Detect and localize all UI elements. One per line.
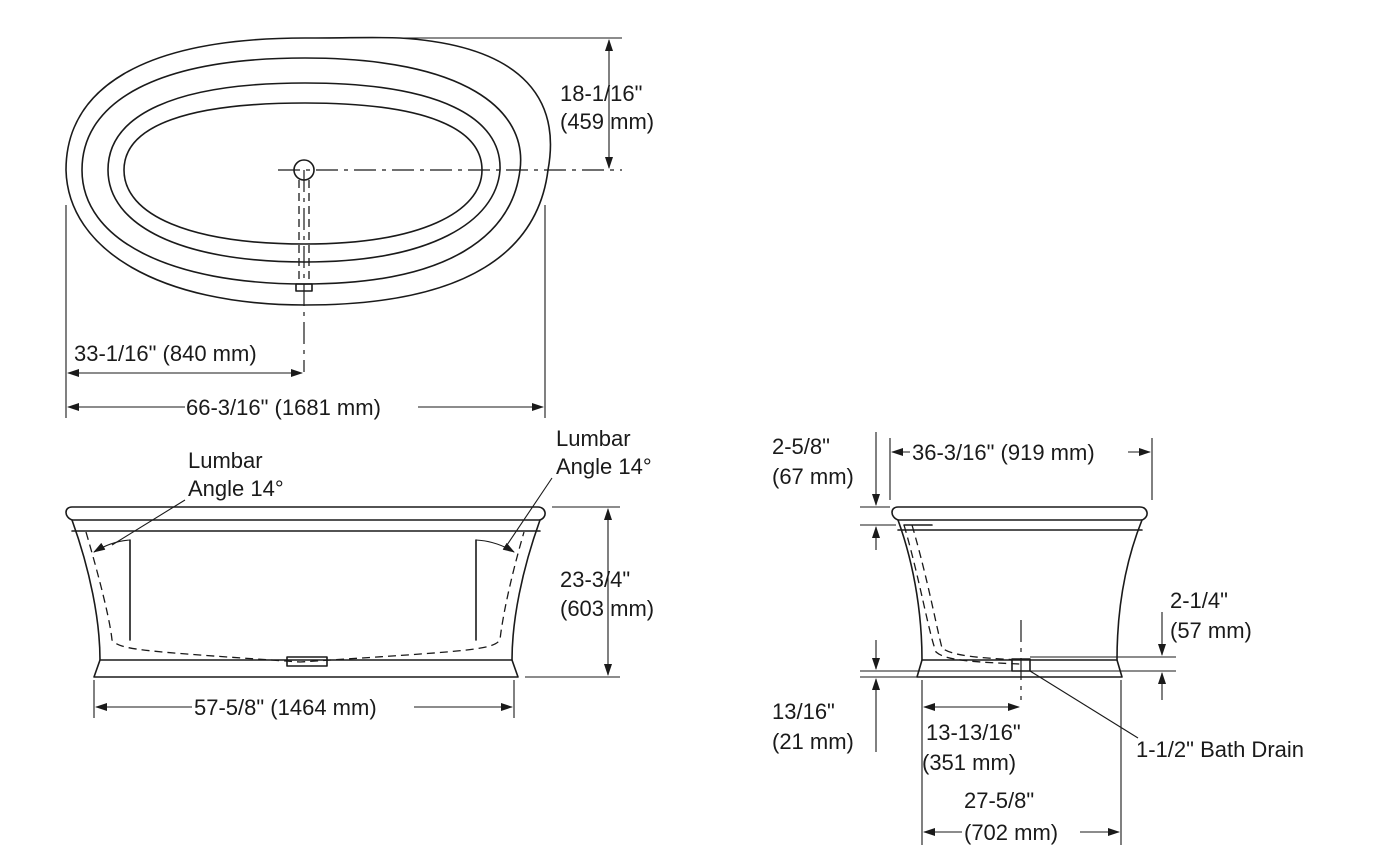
label-lumbar-left-1: Lumbar — [188, 448, 263, 473]
label-bath-drain: 1-1/2" Bath Drain — [1136, 737, 1304, 762]
label-27-5-8: 27-5/8" — [964, 788, 1034, 813]
top-view: 18-1/16" (459 mm) 33-1/16" (840 mm) 66-3… — [65, 36, 654, 420]
leader-lumbar-left — [111, 499, 186, 546]
top-rim-outer — [65, 36, 552, 306]
label-21mm: (21 mm) — [772, 729, 854, 754]
top-rim-inner-1 — [81, 57, 522, 285]
end-body-left — [897, 519, 923, 661]
label-702mm: (702 mm) — [964, 820, 1058, 845]
label-67mm: (67 mm) — [772, 464, 854, 489]
label-23in: 23-3/4" — [560, 567, 630, 592]
label-2-1-4: 2-1/4" — [1170, 588, 1228, 613]
end-rim — [891, 506, 1148, 521]
lumbar-arc-right — [475, 539, 515, 553]
label-2-5-8: 2-5/8" — [772, 434, 830, 459]
label-lumbar-right-1: Lumbar — [556, 426, 631, 451]
label-459mm: (459 mm) — [560, 109, 654, 134]
label-57mm: (57 mm) — [1170, 618, 1252, 643]
leader-lumbar-right — [504, 477, 553, 549]
label-603mm: (603 mm) — [560, 596, 654, 621]
top-basin-outer — [107, 82, 501, 263]
end-body-right — [1116, 519, 1143, 661]
leader-bath-drain — [1029, 670, 1139, 739]
side-body-right — [511, 519, 541, 661]
side-rim — [65, 506, 546, 521]
end-inner-hidden-1 — [903, 524, 1021, 665]
side-base — [93, 659, 519, 678]
lumbar-arc-left — [93, 539, 131, 553]
label-13-13-16: 13-13/16" — [926, 720, 1021, 745]
end-view: 1-1/2" Bath Drain 36-3/16" (919 mm) 2-5/… — [772, 432, 1304, 845]
end-base — [916, 659, 1123, 678]
side-view: Lumbar Angle 14° Lumbar Angle 14° 23-3/4… — [65, 426, 654, 720]
side-drain — [286, 656, 328, 667]
label-18in: 18-1/16" — [560, 81, 642, 106]
top-basin-inner — [123, 102, 483, 245]
label-13-16: 13/16" — [772, 699, 835, 724]
label-33in: 33-1/16" (840 mm) — [74, 341, 257, 366]
label-36in: 36-3/16" (919 mm) — [912, 440, 1095, 465]
side-basin-hidden — [85, 531, 525, 663]
label-66in: 66-3/16" (1681 mm) — [186, 395, 381, 420]
label-57in: 57-5/8" (1464 mm) — [194, 695, 377, 720]
label-lumbar-left-2: Angle 14° — [188, 476, 284, 501]
label-351mm: (351 mm) — [922, 750, 1016, 775]
end-inner-hidden-2 — [911, 524, 1021, 661]
label-lumbar-right-2: Angle 14° — [556, 454, 652, 479]
side-body-left — [71, 519, 101, 661]
